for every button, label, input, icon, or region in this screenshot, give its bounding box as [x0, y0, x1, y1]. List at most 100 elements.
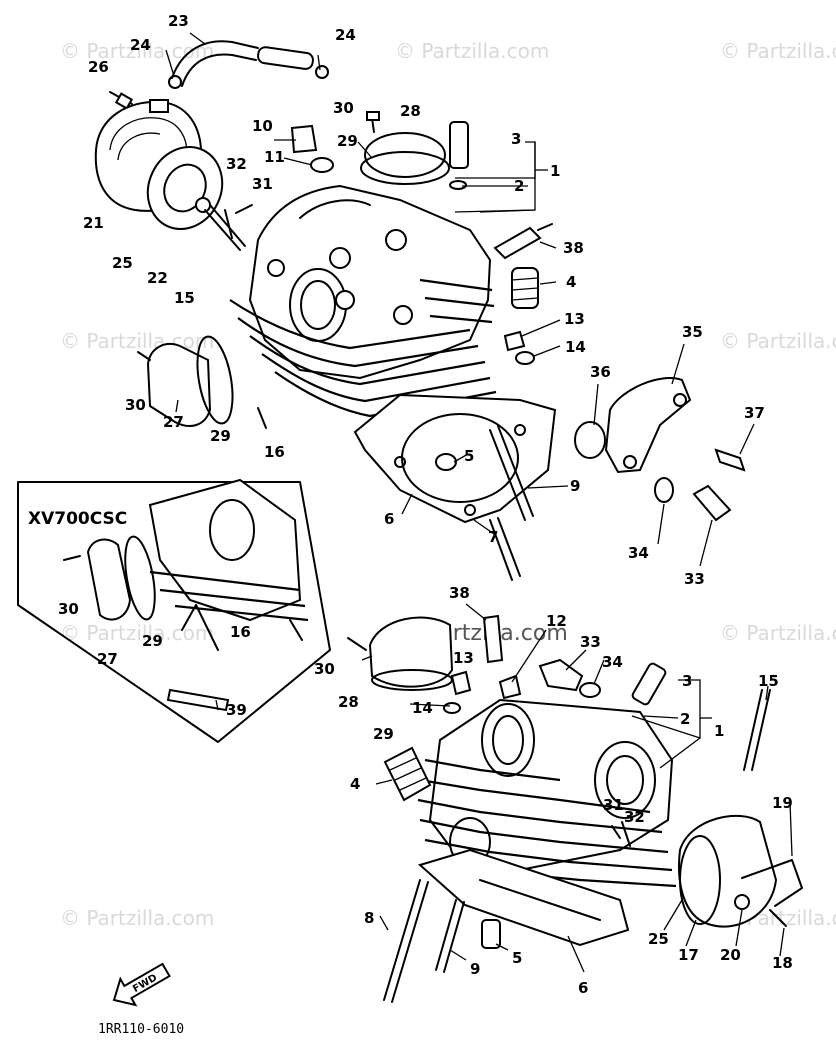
- spark-plug: [493, 226, 542, 260]
- callout-13: 13: [564, 310, 585, 328]
- callout-3: 3: [511, 130, 521, 148]
- bolt: [611, 825, 621, 839]
- bolt: [235, 204, 253, 214]
- callout-29: 29: [142, 632, 163, 650]
- callout-30: 30: [333, 99, 354, 117]
- callout-23: 23: [168, 12, 189, 30]
- callout-7: 7: [488, 528, 498, 546]
- upper-cylinder-head-assembly: [94, 40, 746, 581]
- xv700csc-inset: XV700CSC: [17, 478, 331, 743]
- callout-16: 16: [230, 623, 251, 641]
- diagram-code: 1RR110-6010: [98, 1022, 184, 1037]
- callout-24: 24: [335, 26, 356, 44]
- callout-18: 18: [772, 954, 793, 972]
- callout-4: 4: [350, 775, 360, 793]
- screw: [224, 209, 233, 239]
- callout-33: 33: [580, 633, 601, 651]
- washer: [443, 702, 461, 714]
- callout-13: 13: [453, 649, 474, 667]
- callout-25: 25: [648, 930, 669, 948]
- circlip: [449, 180, 467, 190]
- callout-4: 4: [566, 273, 576, 291]
- callout-5: 5: [512, 949, 522, 967]
- gasket: [360, 151, 450, 185]
- gasket: [679, 835, 721, 925]
- callout-32: 32: [226, 155, 247, 173]
- nut: [498, 674, 522, 700]
- pin: [181, 604, 197, 631]
- stud: [489, 519, 513, 581]
- hose-clip: [315, 65, 329, 79]
- callout-26: 26: [88, 58, 109, 76]
- callout-1: 1: [550, 162, 560, 180]
- callout-6: 6: [384, 510, 394, 528]
- bolt: [347, 637, 367, 651]
- stud: [489, 429, 526, 521]
- pipe: [166, 688, 230, 712]
- callout-36: 36: [590, 363, 611, 381]
- callout-14: 14: [565, 338, 586, 356]
- head-gasket: [417, 848, 630, 947]
- watermark: © Partzilla.com: [60, 621, 214, 645]
- callout-29: 29: [210, 427, 231, 445]
- callout-33: 33: [684, 570, 705, 588]
- callout-2: 2: [680, 710, 690, 728]
- dowel-pin: [435, 453, 457, 471]
- cap: [364, 132, 446, 178]
- callout-numbers: 23 24 24 26 30 28 29 10 11 3 2 1 32 31 3…: [58, 12, 793, 997]
- washer: [515, 351, 535, 365]
- callout-27: 27: [163, 413, 184, 431]
- inset-border: [17, 481, 331, 743]
- bolt: [692, 484, 732, 522]
- hanger-bracket: [604, 377, 692, 474]
- tappet-cover: [678, 814, 778, 928]
- screw: [621, 821, 631, 847]
- fwd-arrow: FWD: [112, 962, 171, 1007]
- breather-pipe: [741, 859, 803, 907]
- bolt: [714, 448, 746, 472]
- bolt: [538, 658, 584, 692]
- exhaust-port: [594, 741, 656, 819]
- cap: [368, 616, 454, 688]
- callout-31: 31: [252, 175, 273, 193]
- callout-3: 3: [682, 672, 692, 690]
- callout-22: 22: [147, 269, 168, 287]
- watermark: © Partzilla.com: [60, 39, 214, 63]
- stud-bolt: [743, 689, 763, 771]
- callout-38: 38: [563, 239, 584, 257]
- callout-2: 2: [514, 177, 524, 195]
- watermark: © Partzilla.com: [60, 329, 214, 353]
- callout-31: 31: [603, 796, 624, 814]
- callout-14: 14: [412, 699, 433, 717]
- callout-27: 27: [97, 650, 118, 668]
- callout-35: 35: [682, 323, 703, 341]
- callout-34: 34: [628, 544, 649, 562]
- callout-29: 29: [337, 132, 358, 150]
- callout-11: 11: [264, 148, 285, 166]
- intake-port: [481, 703, 535, 777]
- bolt: [769, 909, 787, 927]
- collar: [574, 421, 606, 459]
- callout-28: 28: [400, 102, 421, 120]
- washer: [579, 682, 601, 698]
- inset-title: XV700CSC: [28, 509, 127, 529]
- breather-hose: [171, 40, 259, 79]
- callout-9: 9: [570, 477, 580, 495]
- lower-cylinder-head-assembly: [347, 614, 803, 1003]
- callout-20: 20: [720, 946, 741, 964]
- callout-12: 12: [546, 612, 567, 630]
- dowel-pin: [481, 919, 501, 949]
- callout-30: 30: [58, 600, 79, 618]
- callout-21: 21: [83, 214, 104, 232]
- callout-1: 1: [714, 722, 724, 740]
- stud-bolt: [204, 209, 241, 251]
- hose-pipe: [257, 46, 314, 70]
- callout-34: 34: [602, 653, 623, 671]
- watermark: © Partzilla.com: [720, 329, 836, 353]
- watermark: © Partzilla.com: [720, 39, 836, 63]
- callout-6: 6: [578, 979, 588, 997]
- callout-30: 30: [314, 660, 335, 678]
- damper: [290, 124, 318, 154]
- callout-10: 10: [252, 117, 273, 135]
- callout-19: 19: [772, 794, 793, 812]
